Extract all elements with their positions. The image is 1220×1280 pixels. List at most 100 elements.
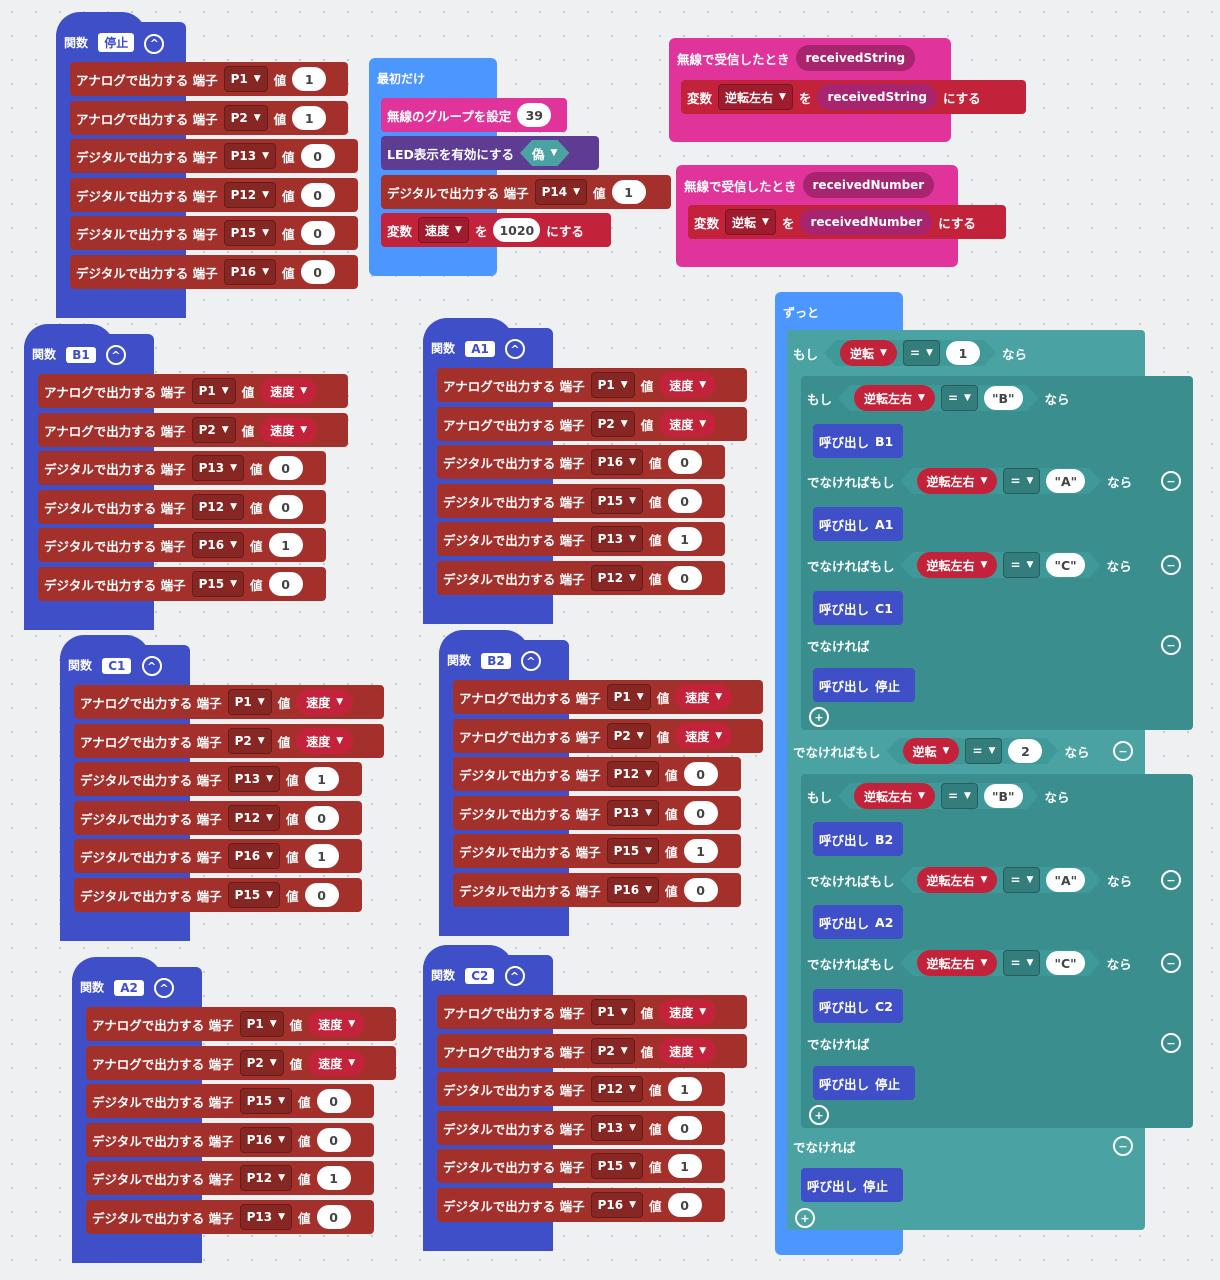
pin-dropdown[interactable]: P16▼ xyxy=(227,843,281,869)
function-name[interactable]: B1 xyxy=(66,346,96,363)
remove-branch-icon[interactable]: − xyxy=(1113,1136,1133,1156)
variable-dropdown[interactable]: 逆転左右▼ xyxy=(854,783,935,809)
pin-dropdown[interactable]: P15▼ xyxy=(191,571,245,597)
pin-dropdown[interactable]: P12▼ xyxy=(227,805,281,831)
function-name[interactable]: B2 xyxy=(481,652,511,669)
value-input[interactable]: 0 xyxy=(683,762,718,786)
else-row[interactable]: でなければ − xyxy=(787,1129,1145,1163)
digital-write-row[interactable]: デジタルで出力する 端子 P13▼ 値 0 xyxy=(38,451,326,485)
analog-write-row[interactable]: アナログで出力する 端子 P1▼ 値 速度▼ xyxy=(86,1007,396,1041)
operator-dropdown[interactable]: =▼ xyxy=(1003,468,1040,494)
pin-dropdown[interactable]: P12▼ xyxy=(590,565,644,591)
analog-write-row[interactable]: アナログで出力する 端子 P1▼ 値 速度▼ xyxy=(437,368,747,402)
compare-condition[interactable]: 逆転左右▼ =▼ "C" xyxy=(901,950,1101,976)
collapse-icon[interactable]: ^ xyxy=(520,651,541,671)
analog-write-row[interactable]: アナログで出力する 端子 P2▼ 値 1 xyxy=(70,101,348,135)
compare-condition[interactable]: 逆転左右▼ =▼ "A" xyxy=(901,468,1102,494)
set-variable-row[interactable]: 変数 速度▼ を 1020 にする xyxy=(381,213,611,247)
operator-dropdown[interactable]: =▼ xyxy=(941,783,978,809)
call-stop[interactable]: 呼び出し停止 xyxy=(813,668,915,702)
value-input[interactable]: 0 xyxy=(316,1205,351,1229)
pin-dropdown[interactable]: P1▼ xyxy=(590,999,635,1025)
digital-write-row[interactable]: デジタルで出力する 端子 P15▼ 値 1 xyxy=(453,834,741,868)
received-number-param[interactable]: receivedNumber xyxy=(802,172,935,198)
value-input[interactable]: 0 xyxy=(683,878,718,902)
digital-write-row[interactable]: デジタルで出力する 端子 P15▼ 値 0 xyxy=(38,567,326,601)
led-enable-row[interactable]: LED表示を有効にする 偽▼ xyxy=(381,136,599,170)
pin-dropdown[interactable]: P15▼ xyxy=(227,882,281,908)
received-number-value[interactable]: receivedNumber xyxy=(800,209,933,235)
pin-dropdown[interactable]: P1▼ xyxy=(590,372,635,398)
variable-dropdown[interactable]: 逆転左右▼ xyxy=(854,385,935,411)
analog-write-row[interactable]: アナログで出力する 端子 P2▼ 値 速度▼ xyxy=(74,724,384,758)
digital-write-row[interactable]: デジタルで出力する 端子 P12▼ 値 0 xyxy=(437,561,725,595)
speed-value-input[interactable]: 1020 xyxy=(493,218,541,242)
pin-dropdown[interactable]: P2▼ xyxy=(590,1038,635,1064)
digital-write-row[interactable]: デジタルで出力する 端子 P13▼ 値 1 xyxy=(437,522,725,556)
digital-write-row[interactable]: デジタルで出力する 端子 P14▼ 値 1 xyxy=(381,175,671,209)
pin-dropdown[interactable]: P13▼ xyxy=(191,455,245,481)
remove-branch-icon[interactable]: − xyxy=(1161,555,1181,575)
pin-dropdown[interactable]: P12▼ xyxy=(223,182,277,208)
speed-variable[interactable]: 速度▼ xyxy=(296,728,354,754)
pin-dropdown[interactable]: P13▼ xyxy=(227,766,281,792)
collapse-icon[interactable]: ^ xyxy=(154,978,175,998)
speed-variable[interactable]: 速度▼ xyxy=(260,417,318,443)
pin-dropdown[interactable]: P16▼ xyxy=(239,1127,293,1153)
digital-write-row[interactable]: デジタルで出力する 端子 P13▼ 値 1 xyxy=(74,762,362,796)
compare-condition[interactable]: 逆転▼ =▼ 2 xyxy=(887,738,1059,764)
if-row[interactable]: もし 逆転左右▼ =▼ "B" なら xyxy=(801,381,1193,415)
analog-write-row[interactable]: アナログで出力する 端子 P2▼ 値 速度▼ xyxy=(86,1046,396,1080)
value-input[interactable]: 0 xyxy=(300,183,335,207)
pin-dropdown[interactable]: P13▼ xyxy=(223,143,277,169)
pin-dropdown[interactable]: P13▼ xyxy=(606,800,660,826)
collapse-icon[interactable]: ^ xyxy=(504,966,525,986)
remove-branch-icon[interactable]: − xyxy=(1113,741,1133,761)
compare-condition[interactable]: 逆転左右▼ =▼ "B" xyxy=(838,385,1038,411)
pin-dropdown[interactable]: P2▼ xyxy=(590,411,635,437)
value-input[interactable]: 0 xyxy=(268,456,303,480)
else-if-row[interactable]: でなければもし 逆転左右▼ =▼ "C" なら − xyxy=(801,946,1193,980)
compare-condition[interactable]: 逆転左右▼ =▼ "B" xyxy=(838,783,1038,809)
digital-write-row[interactable]: デジタルで出力する 端子 P16▼ 値 0 xyxy=(437,1188,725,1222)
analog-write-row[interactable]: アナログで出力する 端子 P2▼ 値 速度▼ xyxy=(437,1034,747,1068)
collapse-icon[interactable]: ^ xyxy=(505,339,526,359)
call-stop[interactable]: 呼び出し停止 xyxy=(813,1066,915,1100)
value-input[interactable]: 1 xyxy=(667,1154,702,1178)
pin-dropdown[interactable]: P2▼ xyxy=(191,417,236,443)
digital-write-row[interactable]: デジタルで出力する 端子 P13▼ 値 0 xyxy=(453,796,741,830)
remove-branch-icon[interactable]: − xyxy=(1161,471,1181,491)
digital-write-row[interactable]: デジタルで出力する 端子 P12▼ 値 0 xyxy=(74,801,362,835)
value-input[interactable]: 0 xyxy=(300,260,335,284)
value-input[interactable]: 1 xyxy=(304,844,339,868)
pin-dropdown[interactable]: P15▼ xyxy=(590,1153,644,1179)
digital-write-row[interactable]: デジタルで出力する 端子 P13▼ 値 0 xyxy=(86,1200,374,1234)
value-input[interactable]: 1 xyxy=(292,67,327,91)
digital-write-row[interactable]: デジタルで出力する 端子 P16▼ 値 0 xyxy=(70,255,358,289)
value-input[interactable]: 0 xyxy=(300,221,335,245)
collapse-icon[interactable]: ^ xyxy=(105,345,126,365)
pin-dropdown[interactable]: P1▼ xyxy=(191,378,236,404)
digital-write-row[interactable]: デジタルで出力する 端子 P16▼ 値 0 xyxy=(86,1123,374,1157)
variable-dropdown[interactable]: 逆転左右▼ xyxy=(917,867,998,893)
pin-dropdown[interactable]: P2▼ xyxy=(239,1050,284,1076)
digital-write-row[interactable]: デジタルで出力する 端子 P15▼ 値 0 xyxy=(74,878,362,912)
pin-dropdown[interactable]: P16▼ xyxy=(223,259,277,285)
value-input[interactable]: 1 xyxy=(304,767,339,791)
value-input[interactable]: 0 xyxy=(667,1193,702,1217)
digital-write-row[interactable]: デジタルで出力する 端子 P13▼ 値 0 xyxy=(437,1111,725,1145)
analog-write-row[interactable]: アナログで出力する 端子 P1▼ 値 速度▼ xyxy=(74,685,384,719)
if-row[interactable]: もし 逆転▼ =▼ 1 なら xyxy=(787,336,1145,370)
value-input[interactable]: 1 xyxy=(667,527,702,551)
set-variable-row[interactable]: 変数 逆転▼ を receivedNumber にする xyxy=(688,205,1006,239)
variable-dropdown[interactable]: 逆転左右▼ xyxy=(917,468,998,494)
else-if-row[interactable]: でなければもし 逆転左右▼ =▼ "C" なら − xyxy=(801,548,1193,582)
remove-branch-icon[interactable]: − xyxy=(1161,1033,1181,1053)
digital-write-row[interactable]: デジタルで出力する 端子 P16▼ 値 0 xyxy=(453,873,741,907)
compare-condition[interactable]: 逆転▼ =▼ 1 xyxy=(824,340,996,366)
speed-variable[interactable]: 速度▼ xyxy=(659,999,717,1025)
else-row[interactable]: でなければ − xyxy=(801,628,1193,662)
